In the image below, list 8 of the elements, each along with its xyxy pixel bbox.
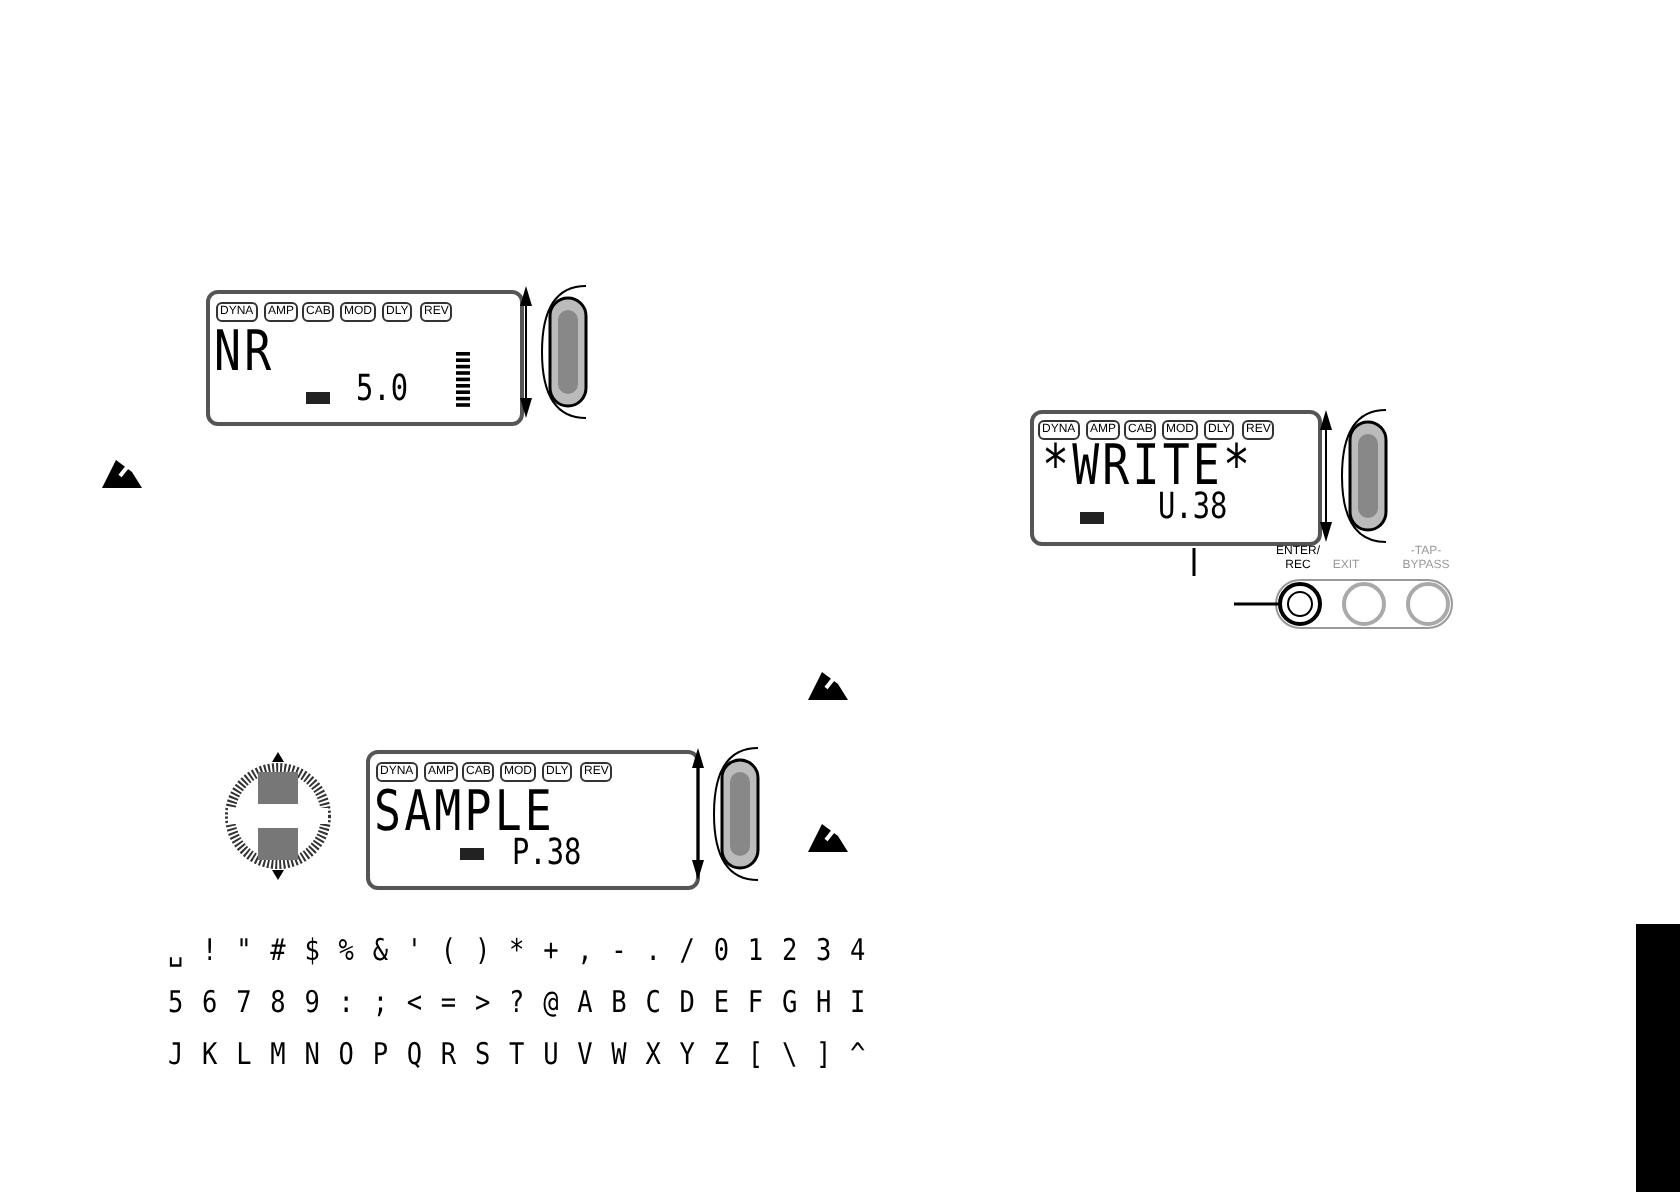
lcd-value: U.38: [1158, 490, 1228, 526]
lcd-value: 5.0: [356, 372, 408, 408]
character-set-row: ␣ ! " # $ % & ' ( ) * + , - . / 0 1 2 3 4: [168, 932, 868, 968]
lcd-text: NR: [214, 322, 275, 382]
character-set-row: J K L M N O P Q R S T U V W X Y Z [ \ ] ^: [168, 1036, 868, 1072]
lcd-value: P.38: [512, 836, 582, 872]
character-set-row: 5 6 7 8 9 : ; < = > ? @ A B C D E F G H I: [168, 984, 868, 1020]
side-tab: [1636, 924, 1680, 1192]
